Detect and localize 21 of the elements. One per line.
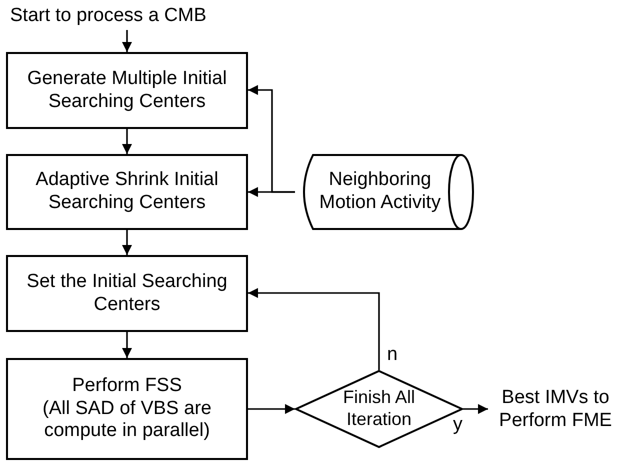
- arrow: [122, 230, 132, 255]
- node-label: (All SAD of VBS are compute in parallel): [42, 398, 212, 444]
- arrow: [248, 288, 380, 370]
- arrow: [122, 332, 132, 358]
- node-label: Finish All Iteration: [342, 387, 416, 431]
- process-box: [6, 154, 248, 230]
- process-box: [6, 52, 248, 129]
- process-box: [6, 358, 248, 460]
- node-title: Generate Multiple Initial Searching Centers: [26, 68, 228, 114]
- flow-text: Start to process a CMB: [10, 4, 206, 28]
- arrow: [248, 404, 295, 414]
- flow-text: Best IMVs to Perform FME: [498, 387, 613, 433]
- arrow: [122, 30, 132, 52]
- node-label: Neighboring Motion Activity: [318, 169, 442, 215]
- node-title: Set the Initial Searching Centers: [26, 270, 228, 316]
- arrow: [122, 129, 132, 154]
- arrow: [248, 187, 295, 197]
- node-title: Perform FSS: [72, 374, 182, 398]
- process-box: [6, 255, 248, 332]
- node-title: Adaptive Shrink Initial Searching Centers: [34, 169, 220, 215]
- arrow: [463, 404, 488, 414]
